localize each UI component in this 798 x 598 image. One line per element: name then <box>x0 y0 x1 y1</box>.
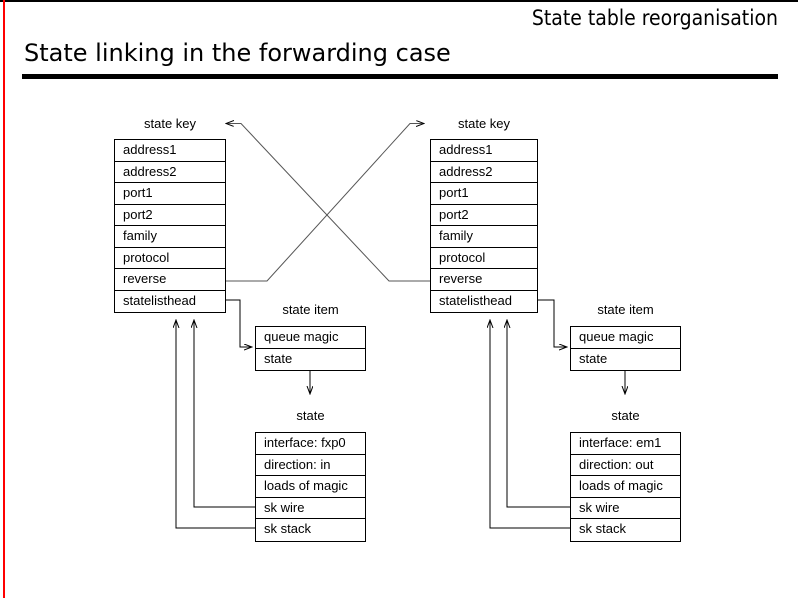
table-row: address1 <box>115 140 225 162</box>
title-underline <box>22 74 778 79</box>
left-state-key-caption: state key <box>143 116 197 131</box>
table-row: address2 <box>115 162 225 183</box>
right-state-key-table: address1 address2 port1 port2 family pro… <box>430 139 538 313</box>
table-row: queue magic <box>571 327 680 349</box>
wire-right-skwire-backref <box>507 320 570 508</box>
table-row: queue magic <box>256 327 365 349</box>
table-row: interface: fxp0 <box>256 433 365 455</box>
wire-right-skstack-backref <box>490 320 570 529</box>
table-row: protocol <box>115 248 225 269</box>
slide-top-border <box>0 0 798 2</box>
table-row: protocol <box>431 248 537 269</box>
wire-right-reverse-to-left-key <box>226 124 430 282</box>
table-row: port1 <box>431 183 537 205</box>
deck-title: State table reorganisation <box>531 6 778 30</box>
table-row: state <box>579 350 608 366</box>
table-row: sk wire <box>571 498 680 519</box>
wire-right-statelisthead-to-item <box>538 299 567 347</box>
wire-left-statelisthead-to-item <box>226 299 252 347</box>
table-row: interface: em1 <box>571 433 680 455</box>
page-title: State linking in the forwarding case <box>24 39 451 67</box>
table-row: state <box>264 350 293 366</box>
right-state-caption: state <box>611 408 640 423</box>
slide-left-accent-rule <box>3 0 5 598</box>
table-row: family <box>431 226 537 248</box>
wire-left-skwire-backref <box>194 320 255 508</box>
right-state-key-caption: state key <box>457 116 511 131</box>
right-state-item-table: queue magic state <box>570 326 681 371</box>
table-row: port1 <box>115 183 225 205</box>
table-row: statelisthead <box>439 292 512 308</box>
table-row: port2 <box>115 205 225 226</box>
left-state-key-table: address1 address2 port1 port2 family pro… <box>114 139 226 313</box>
table-row: direction: out <box>571 455 680 476</box>
table-row: direction: in <box>256 455 365 476</box>
table-row: sk stack <box>264 521 311 536</box>
table-row: reverse <box>115 269 225 291</box>
table-row: port2 <box>431 205 537 226</box>
table-row: reverse <box>431 269 537 291</box>
table-row: family <box>115 226 225 248</box>
right-state-table: interface: em1 direction: out loads of m… <box>570 432 681 542</box>
wire-left-reverse-to-right-key <box>226 124 424 282</box>
table-row: loads of magic <box>256 476 365 498</box>
table-row: sk stack <box>579 521 626 536</box>
table-row: address2 <box>431 162 537 183</box>
table-row: loads of magic <box>571 476 680 498</box>
left-state-item-caption: state item <box>282 302 339 317</box>
table-row: statelisthead <box>123 292 196 308</box>
left-state-table: interface: fxp0 direction: in loads of m… <box>255 432 366 542</box>
table-row: address1 <box>431 140 537 162</box>
right-state-item-caption: state item <box>597 302 654 317</box>
wire-left-skstack-backref <box>176 320 255 529</box>
left-state-item-table: queue magic state <box>255 326 366 371</box>
left-state-caption: state <box>296 408 325 423</box>
table-row: sk wire <box>256 498 365 519</box>
